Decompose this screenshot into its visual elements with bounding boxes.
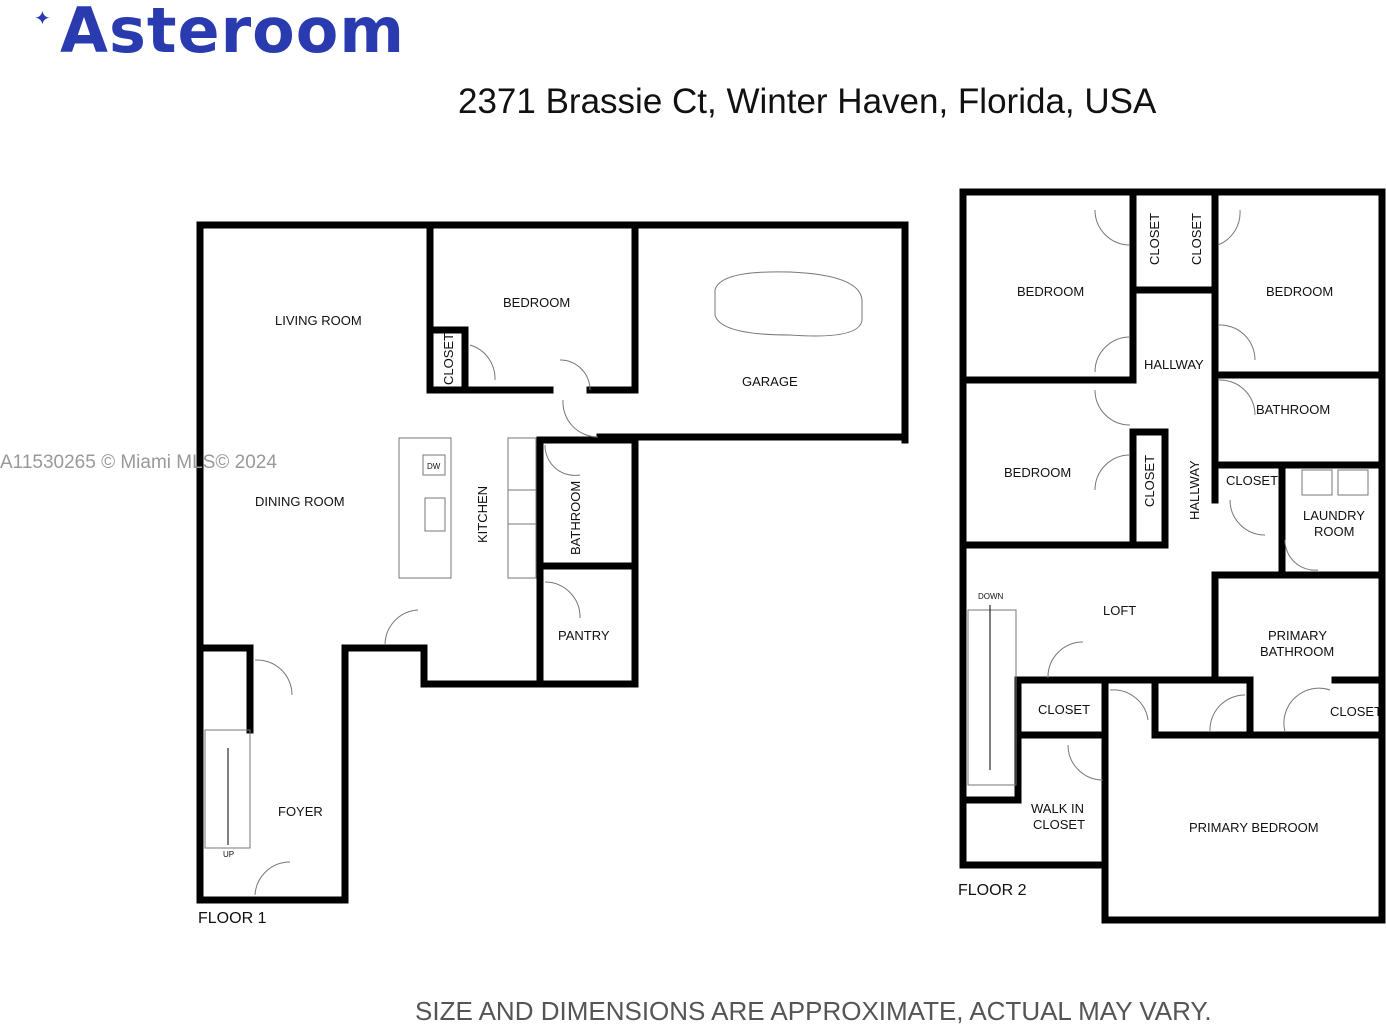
- asteroom-logo: ✦ Asteroom: [34, 0, 405, 67]
- door-swings: [254, 344, 599, 896]
- logo-text: Asteroom: [60, 0, 405, 67]
- property-address: 2371 Brassie Ct, Winter Haven, Florida, …: [458, 82, 1157, 121]
- room-label-dining-room: DINING ROOM: [255, 494, 345, 509]
- dishwasher: [422, 454, 446, 476]
- room-label-closet: CLOSET: [1147, 213, 1162, 265]
- kitchen-island: [398, 437, 452, 579]
- room-label-laundry: ROOM: [1314, 524, 1354, 539]
- kitchen-counter: [507, 437, 537, 579]
- mls-watermark: A11530265 © Miami MLS© 2024: [0, 452, 277, 473]
- room-label-garage: GARAGE: [742, 374, 798, 389]
- room-label-pantry: PANTRY: [558, 628, 610, 643]
- room-label-living-room: LIVING ROOM: [275, 313, 362, 328]
- room-label-walk-in-closet: CLOSET: [1033, 817, 1085, 832]
- room-label-closet: CLOSET: [1038, 702, 1090, 717]
- room-label-kitchen: KITCHEN: [475, 486, 490, 543]
- floor1-label: FLOOR 1: [198, 910, 267, 927]
- room-label-primary-bedroom: PRIMARY BEDROOM: [1189, 820, 1319, 835]
- sink: [424, 497, 446, 532]
- room-label-hallway: HALLWAY: [1187, 460, 1202, 520]
- room-label-primary-bathroom: PRIMARY: [1268, 628, 1327, 643]
- star-icon: ✦: [34, 6, 52, 30]
- floor1-labels: LIVING ROOM BEDROOM CLOSET GARAGE DINING…: [198, 295, 798, 927]
- room-label-bedroom: BEDROOM: [1017, 284, 1084, 299]
- room-label-bedroom: BEDROOM: [503, 295, 570, 310]
- dishwasher-label: DW: [427, 462, 441, 471]
- floor1-fixtures: [204, 271, 863, 896]
- dryer: [1337, 469, 1369, 496]
- stairs-down: [967, 605, 1017, 786]
- floor2-fixtures: [967, 209, 1369, 786]
- room-label-hallway: HALLWAY: [1144, 357, 1204, 372]
- room-label-bedroom: BEDROOM: [1266, 284, 1333, 299]
- car-icon: [714, 271, 863, 337]
- room-label-bathroom: BATHROOM: [1256, 402, 1330, 417]
- floor2-labels: BEDROOM CLOSET CLOSET BEDROOM HALLWAY BA…: [958, 213, 1382, 899]
- floor1-walls: [196, 221, 909, 904]
- room-label-foyer: FOYER: [278, 804, 323, 819]
- room-label-bathroom: BATHROOM: [568, 481, 583, 555]
- room-label-loft: LOFT: [1103, 603, 1136, 618]
- floor2-walls: [959, 188, 1386, 924]
- room-label-closet: CLOSET: [1330, 704, 1382, 719]
- stove: [507, 489, 537, 525]
- room-label-bedroom: BEDROOM: [1004, 465, 1071, 480]
- washer: [1301, 469, 1333, 496]
- stairs-label: DOWN: [978, 592, 1004, 601]
- room-label-closet: CLOSET: [1142, 455, 1157, 507]
- stairs-label: UP: [223, 850, 234, 859]
- room-label-closet: CLOSET: [441, 333, 456, 385]
- room-label-walk-in-closet: WALK IN: [1031, 801, 1084, 816]
- floor2-label: FLOOR 2: [958, 882, 1027, 899]
- stairs-up: [204, 729, 251, 849]
- room-label-closet: CLOSET: [1226, 473, 1278, 488]
- door-swings: [1047, 209, 1331, 781]
- room-label-primary-bathroom: BATHROOM: [1260, 644, 1334, 659]
- disclaimer: SIZE AND DIMENSIONS ARE APPROXIMATE, ACT…: [415, 996, 1212, 1026]
- room-label-laundry: LAUNDRY: [1303, 508, 1365, 523]
- room-label-closet: CLOSET: [1189, 213, 1204, 265]
